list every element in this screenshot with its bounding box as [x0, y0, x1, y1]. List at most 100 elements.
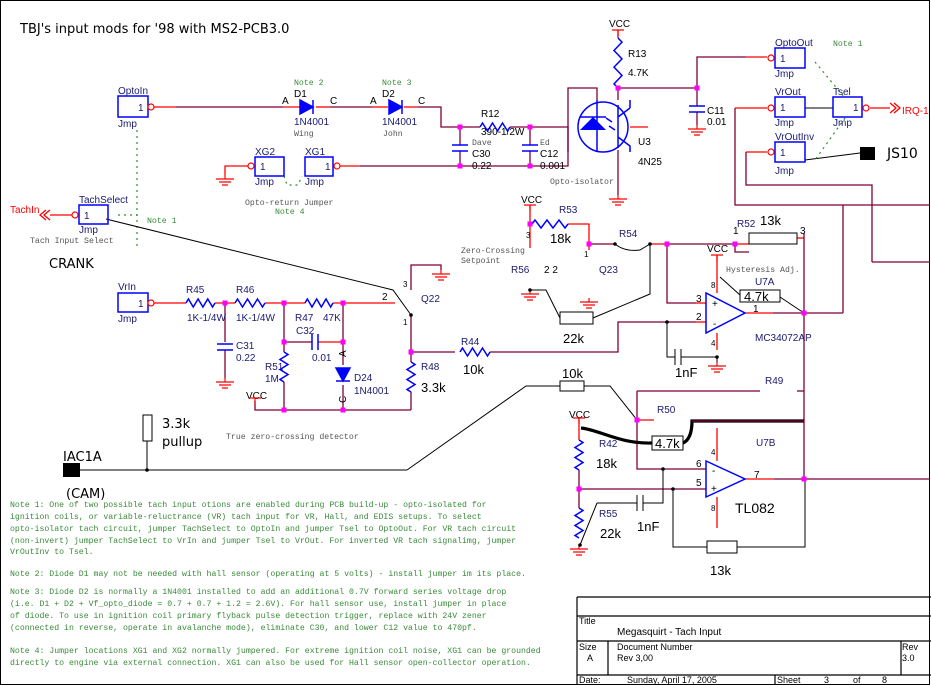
- note-line: opto-isolator tach circuit, jumper TachS…: [10, 524, 516, 534]
- r12-value: 390-1/2W: [481, 127, 525, 138]
- u7b-pin4: 4: [711, 448, 716, 457]
- generated-symbols: [71, 29, 870, 556]
- c12-ref: C12: [540, 149, 559, 160]
- r51-value: 1M: [265, 374, 279, 385]
- vcc-icon: [612, 29, 624, 36]
- tachselect-jumper[interactable]: [78, 204, 109, 225]
- vrout-pin: 1: [780, 103, 786, 114]
- junction-dot: [527, 124, 533, 130]
- optoin-type: Jmp: [118, 119, 137, 130]
- opto-return-caption: Opto-return Jumper: [245, 199, 334, 208]
- junction-dot: [576, 486, 582, 492]
- d24-diode-icon: [334, 367, 352, 383]
- tsel-jumper[interactable]: [832, 96, 863, 118]
- u7b-pin7: 7: [754, 470, 760, 481]
- c32-capacitor-icon: [311, 334, 319, 350]
- title-value: Megasquirt - Tach Input: [617, 627, 722, 638]
- ground-icon: [609, 195, 627, 206]
- fb13k-value: 13k: [710, 563, 731, 578]
- xg1-jumper[interactable]: [304, 156, 334, 177]
- pin-circle-icon: [147, 299, 155, 307]
- r52-resistor: [748, 232, 798, 245]
- hysteresis-caption: Hysteresis Adj.: [726, 265, 800, 275]
- note-line: Note 4: Jumper locations XG1 and XG2 nor…: [10, 646, 541, 656]
- r22k-resistor: [559, 311, 594, 325]
- r49-resistor: [559, 380, 585, 392]
- vrout-type: Jmp: [775, 118, 794, 129]
- r45-ref: R45: [186, 285, 205, 296]
- c30-ref: C30: [472, 149, 491, 160]
- d2-note: Note 3: [382, 79, 412, 88]
- d1-anode: A: [282, 96, 289, 107]
- title-label: Title: [579, 616, 596, 626]
- crank-label: CRANK: [49, 257, 94, 272]
- sheet-value: 3: [824, 675, 829, 685]
- r42-ref: R42: [599, 439, 618, 450]
- page-title: TBJ's input mods for '98 with MS2-PCB3.0: [19, 22, 289, 37]
- tachselect-type: Jmp: [79, 225, 98, 236]
- junction-dot: [340, 300, 346, 306]
- u7a-pin8: 8: [711, 281, 716, 290]
- r54-ref: R54: [619, 229, 638, 240]
- note-line: (i.e. D1 + D2 + Vf_opto_diode = 0.7 + 0.…: [10, 599, 506, 609]
- connection-dot: [145, 468, 149, 472]
- pullup-value: 3.3k: [162, 417, 191, 432]
- d2-ref: D2: [382, 89, 395, 100]
- tachselect-pin: 1: [84, 211, 90, 222]
- d1-part: 1N4001: [294, 117, 329, 128]
- u7a-pin3: 3: [696, 294, 702, 305]
- r44-ref: R44: [461, 337, 480, 348]
- vcc-icon: [249, 397, 261, 404]
- plus-sign: +: [712, 299, 718, 310]
- vrout-jumper[interactable]: [774, 96, 806, 118]
- c32-value: 0.01: [312, 353, 332, 364]
- ground-icon: [570, 545, 588, 556]
- pin-circle-icon: [147, 103, 155, 111]
- u7b-pin5: 5: [696, 478, 702, 489]
- vroutinv-label: VrOutInv: [775, 132, 814, 143]
- size-label: Size: [579, 642, 597, 652]
- u3-optoisolator-icon: [577, 100, 631, 153]
- resistor-icon: [479, 121, 511, 133]
- connection-dot: [613, 242, 617, 246]
- vroutinv-pin: 1: [780, 148, 786, 159]
- c32-ref: C32: [296, 326, 315, 337]
- q23-ref: Q23: [599, 265, 618, 276]
- r47-value: 47K: [323, 313, 341, 324]
- optoout-jumper[interactable]: [774, 47, 806, 69]
- r56-ref: R56: [511, 265, 530, 276]
- c-u7a-capacitor-icon: [674, 349, 682, 365]
- minus-sign: -: [713, 319, 716, 330]
- junction-dot: [222, 300, 228, 306]
- plus-sign: +: [711, 484, 717, 495]
- r53-value: 18k: [550, 231, 571, 246]
- vcc-label: VCC: [707, 244, 728, 255]
- ground-icon: [216, 378, 234, 389]
- tachin-arrow-icon: [38, 209, 51, 221]
- zero-crossing-caption: Zero-Crossing: [461, 246, 525, 256]
- d1-diode-icon: [299, 98, 315, 116]
- pin-circle-icon: [767, 104, 775, 112]
- c11-value: 0.01: [707, 117, 727, 128]
- r52-pin3: 3: [800, 226, 806, 237]
- vrin-type: Jmp: [118, 314, 137, 325]
- docnum-label: Document Number: [617, 642, 693, 652]
- vrin-pin: 1: [138, 299, 144, 310]
- js10-connector[interactable]: [860, 147, 875, 160]
- c12-who: Ed: [540, 138, 550, 148]
- vroutinv-jumper[interactable]: [774, 141, 806, 163]
- r12-ref: R12: [481, 109, 500, 120]
- xg2-jumper[interactable]: [254, 156, 285, 177]
- c31-capacitor-icon: [217, 343, 233, 351]
- junction-dot: [281, 407, 287, 413]
- cam-label: (CAM): [66, 487, 105, 502]
- c30-who: Dave: [472, 139, 492, 148]
- notes: Note 1: One of two possible tach input o…: [10, 500, 541, 668]
- u3-ref: U3: [638, 137, 651, 148]
- iac1a-connector[interactable]: [63, 463, 80, 477]
- r50-ref: R50: [657, 405, 676, 416]
- resistor-icon: [612, 37, 624, 89]
- junction-dot: [694, 85, 700, 91]
- d24-ref: D24: [354, 373, 373, 384]
